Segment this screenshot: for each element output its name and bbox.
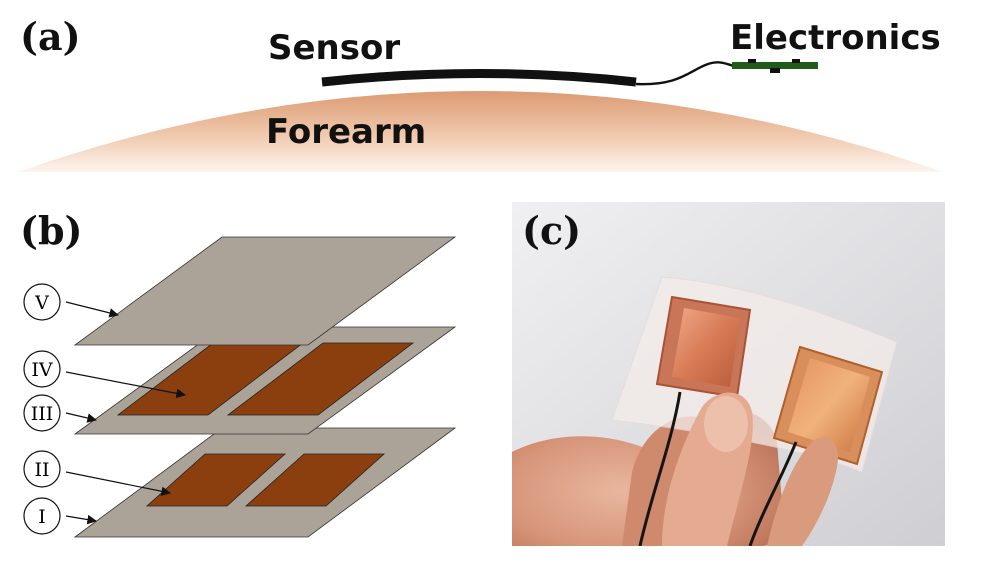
sensor-label: Sensor [268, 28, 401, 68]
panel-a-label: (a) [20, 14, 81, 59]
forearm-shape [18, 91, 943, 172]
label-i-text: I [38, 506, 46, 528]
label-iv: IV [23, 350, 61, 388]
pcb-component-2 [770, 68, 780, 73]
label-iii-text: III [31, 403, 54, 425]
layer-ii-electrode-right [244, 453, 386, 507]
sensor-strip [321, 69, 637, 87]
pcb-component-1 [748, 59, 756, 63]
label-iii: III [23, 394, 61, 432]
forearm-label: Forearm [266, 112, 427, 152]
electronics-label: Electronics [730, 18, 941, 58]
panel-b-label: (b) [20, 208, 83, 253]
layer-i-substrate [73, 427, 457, 538]
label-i: I [23, 497, 61, 535]
layer-stack-diagram: V IV III II I [23, 236, 457, 538]
sensor-cable [635, 61, 735, 86]
label-v-text: V [34, 292, 49, 314]
label-iv-text: IV [31, 359, 53, 381]
layer-iv-electrode-right [226, 342, 415, 416]
sensor-photo [512, 202, 945, 546]
layer-ii-electrode-left [145, 453, 287, 507]
label-ii: II [23, 450, 61, 488]
panel-c-label: (c) [522, 208, 582, 253]
forearm-diagram [18, 59, 943, 172]
pcb-board [732, 62, 818, 69]
layer-v-cover [73, 236, 457, 346]
label-ii-text: II [34, 459, 49, 481]
label-v: V [23, 283, 61, 321]
hand-holding-sensor-photo [512, 202, 945, 546]
pcb-component-3 [792, 59, 800, 63]
